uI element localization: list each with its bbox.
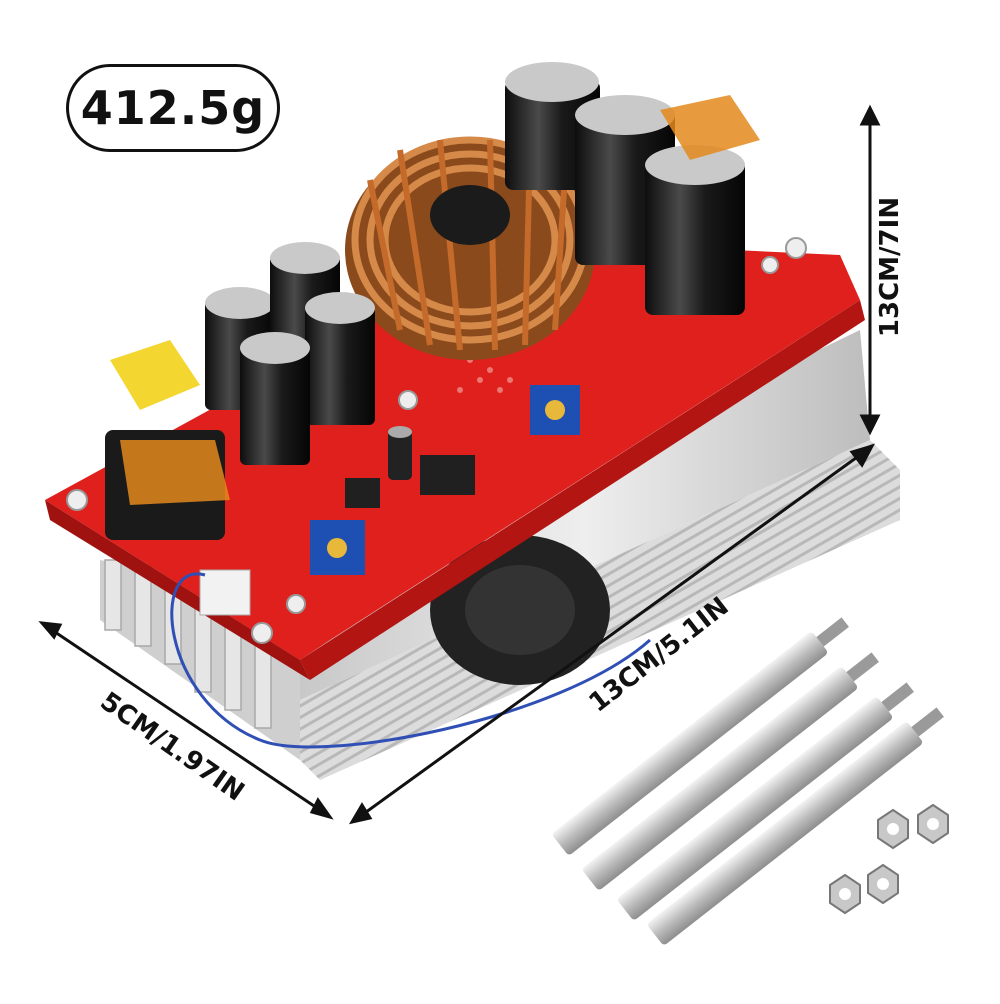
pcb-board xyxy=(45,237,865,680)
capacitor-bank-large xyxy=(505,62,745,315)
standoff-pillars xyxy=(552,617,944,945)
weight-badge: 412.5g xyxy=(66,64,280,152)
dimension-arrows xyxy=(38,104,881,825)
hex-nut-holes xyxy=(839,818,939,900)
capacitor-bank-small xyxy=(205,242,412,480)
toroid-inductor xyxy=(345,136,595,360)
ic-chips xyxy=(310,385,580,575)
dimension-height-label: 13CM/7IN xyxy=(875,196,906,338)
fuse-holders xyxy=(105,95,760,540)
fan-connector xyxy=(170,569,651,749)
